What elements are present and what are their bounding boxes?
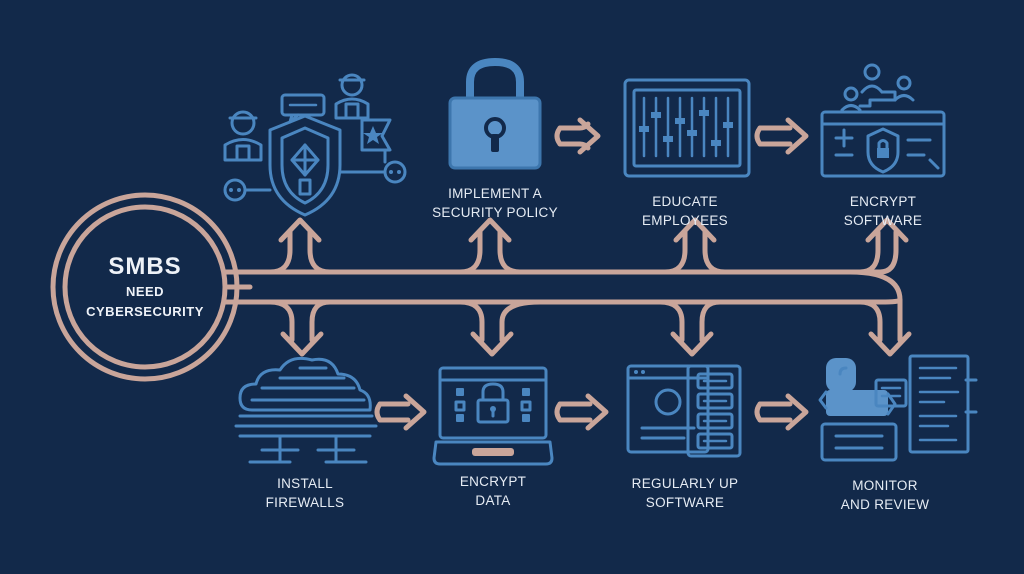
- branch-up-3: [662, 217, 728, 275]
- branch-down-2: [457, 299, 543, 357]
- firewall-cloud-icon: [234, 356, 378, 464]
- step-label-line: SOFTWARE: [645, 495, 725, 510]
- arrow-top-3-4: [754, 117, 809, 155]
- monitor-review-icon: [818, 354, 978, 462]
- hub-title: SMBS: [108, 253, 182, 280]
- step-label-line: FIREWALLS: [265, 495, 345, 510]
- update-window-icon: [626, 364, 742, 458]
- branch-down-4: [847, 269, 912, 357]
- step-label-line: EDUCATE: [652, 194, 718, 209]
- hub-subtitle-line2: CYBERSECURITY: [86, 304, 204, 319]
- step-label-install-firewalls: INSTALL FIREWALLS: [230, 474, 380, 512]
- branch-up-1: [267, 217, 333, 275]
- connector-network: [50, 117, 912, 431]
- step-label-line: MONITOR: [852, 478, 918, 493]
- step-label-line: INSTALL: [277, 476, 333, 491]
- branch-down-1: [267, 299, 333, 357]
- hub-label: SMBS NEED CYBERSECURITY: [70, 252, 220, 322]
- step-label-line: SOFTWARE: [843, 213, 923, 228]
- step-label-line: REGULARLY UP: [631, 476, 739, 491]
- arrow-top-2-3: [554, 117, 601, 155]
- hub-subtitle-line1: NEED: [125, 284, 165, 299]
- step-label-monitor-review: MONITOR AND REVIEW: [810, 476, 960, 514]
- step-label-line: IMPLEMENT A: [448, 186, 542, 201]
- arrow-bottom-3-4: [754, 393, 809, 431]
- branch-up-2: [457, 217, 523, 275]
- arrow-bottom-1-2: [374, 393, 427, 431]
- encrypted-window-icon: [820, 63, 946, 178]
- step-label-encrypt-data: ENCRYPT DATA: [418, 472, 568, 510]
- equalizer-panel-icon: [623, 78, 751, 178]
- branch-down-3: [657, 299, 723, 357]
- step-label-update-software: REGULARLY UP SOFTWARE: [600, 474, 770, 512]
- arrow-bottom-2-3: [554, 393, 609, 431]
- step-label-educate-employees: EDUCATE EMPLOYEES: [610, 192, 760, 230]
- step-label-line: DATA: [475, 493, 511, 508]
- team-shield-icon: [223, 73, 407, 217]
- padlock-icon: [448, 57, 542, 170]
- step-label-line: AND REVIEW: [840, 497, 930, 512]
- step-label-line: ENCRYPT: [459, 474, 527, 489]
- laptop-lock-icon: [432, 366, 554, 466]
- step-label-security-policy: IMPLEMENT A SECURITY POLICY: [410, 184, 580, 222]
- hub-ring-inner: [62, 204, 228, 370]
- step-label-line: SECURITY POLICY: [432, 205, 558, 220]
- step-label-line: ENCRYPT: [849, 194, 917, 209]
- step-label-encrypt-software: ENCRYPT SOFTWARE: [808, 192, 958, 230]
- step-label-line: EMPLOYEES: [642, 213, 728, 228]
